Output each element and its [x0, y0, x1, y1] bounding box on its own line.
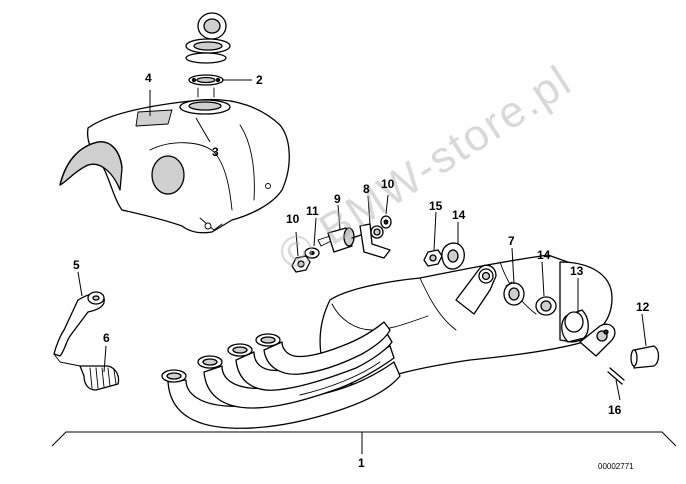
leader-line-16 — [615, 379, 621, 401]
callout-13: 13 — [570, 264, 584, 278]
callout-11: 11 — [306, 204, 319, 218]
footrest — [79, 365, 120, 391]
leader-line-12 — [641, 313, 647, 347]
leader-line-9 — [337, 204, 341, 231]
callout-16: 16 — [608, 403, 622, 417]
diagram-reference-number: 00002771 — [598, 462, 634, 471]
callout-3: 3 — [212, 145, 219, 159]
callout-14-right: 14 — [537, 248, 551, 262]
fuel-tank — [59, 98, 290, 234]
callout-1: 1 — [358, 456, 365, 470]
filler-cap — [185, 12, 231, 98]
nut-and-grommet — [423, 242, 465, 270]
callout-10-left: 10 — [286, 212, 300, 226]
rubber-mount — [291, 215, 392, 273]
callout-7: 7 — [508, 234, 515, 248]
leader-line-15 — [433, 211, 437, 251]
callout-6: 6 — [103, 331, 110, 345]
callout-9: 9 — [334, 192, 341, 206]
leader-line-6 — [103, 345, 107, 373]
callout-10-top: 10 — [381, 177, 395, 191]
leader-line-5 — [77, 271, 83, 297]
leader-line-7 — [511, 247, 515, 285]
callout-5: 5 — [73, 258, 80, 272]
leader-line-8 — [367, 195, 371, 225]
exhaust-system — [161, 254, 613, 429]
leader-line-11 — [313, 217, 317, 247]
callout-15: 15 — [429, 199, 443, 213]
callout-12: 12 — [636, 300, 650, 314]
leader-line-10b — [385, 194, 389, 215]
callout-14-top: 14 — [452, 208, 466, 222]
leader-line-14b — [541, 261, 545, 297]
callout-8: 8 — [363, 182, 370, 196]
exhaust-connecting-parts — [503, 281, 660, 385]
shift-lever — [53, 291, 105, 367]
leader-line-10a — [295, 231, 299, 257]
callout-2: 2 — [256, 73, 263, 87]
leader-line-3 — [195, 117, 211, 143]
assembly-bracket — [51, 431, 677, 447]
callout-4: 4 — [145, 71, 152, 85]
